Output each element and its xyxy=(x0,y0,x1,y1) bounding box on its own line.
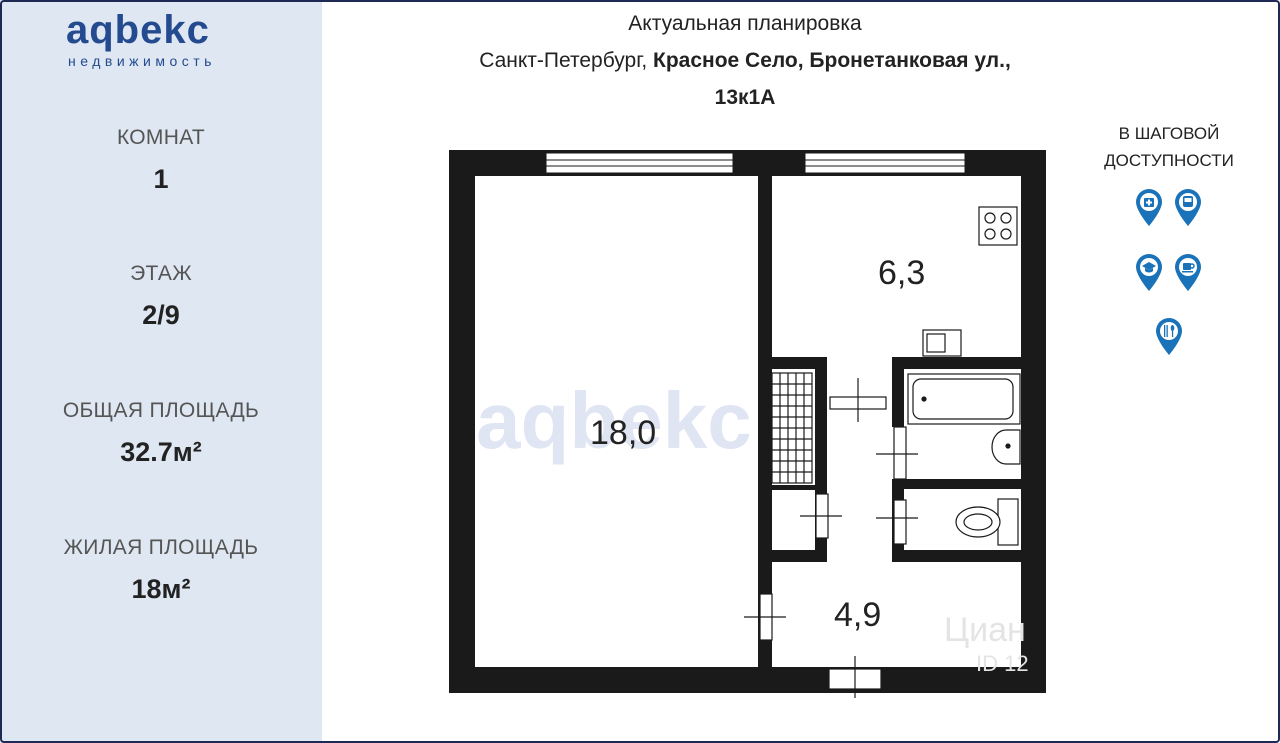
windows xyxy=(545,152,966,174)
watermark-cian: Циан xyxy=(944,611,1026,649)
washbasin-icon xyxy=(991,429,1021,465)
walking-distance-label: В ШАГОВОЙ ДОСТУПНОСТИ xyxy=(1094,120,1244,174)
hospital-icon[interactable] xyxy=(1133,187,1165,227)
area-main-room: 18,0 xyxy=(590,414,657,452)
closet-grid xyxy=(771,372,813,484)
floor-plan: aqbekc xyxy=(449,150,1046,698)
restaurant-icon[interactable] xyxy=(1153,316,1185,356)
cafe-icon[interactable] xyxy=(1172,252,1204,292)
stat-label: ОБЩАЯ ПЛОЩАДЬ xyxy=(62,399,260,422)
stat-value: 2/9 xyxy=(142,300,180,330)
watermark-id: ID 12 xyxy=(976,651,1029,676)
school-icon[interactable] xyxy=(1133,252,1165,292)
bathtub-icon xyxy=(907,373,1021,425)
doors xyxy=(744,378,918,698)
stat-label: КОМНАТ xyxy=(117,126,205,149)
stat-living-area: ЖИЛАЯ ПЛОЩАДЬ 18м² xyxy=(0,536,322,605)
address-city: Санкт-Петербург, xyxy=(479,49,653,72)
logo-wordmark: aqbekc xyxy=(66,8,210,52)
address-house: 13к1А xyxy=(714,86,776,109)
company-logo[interactable]: aqbekc недвижимость xyxy=(66,8,262,68)
toilet-icon xyxy=(955,498,1019,546)
sink-icon xyxy=(922,329,962,357)
stove-icon xyxy=(978,206,1018,246)
stat-floor: ЭТАЖ 2/9 xyxy=(0,262,322,331)
stat-label: ЖИЛАЯ ПЛОЩАДЬ xyxy=(63,536,259,559)
logo-subtitle: недвижимость xyxy=(68,53,216,69)
address-street: Красное Село, Бронетанковая ул., xyxy=(653,49,1011,72)
area-kitchen: 6,3 xyxy=(878,254,926,292)
info-sidebar: aqbekc недвижимость КОМНАТ 1 ЭТАЖ 2/9 ОБ… xyxy=(0,0,322,743)
stat-total-area: ОБЩАЯ ПЛОЩАДЬ 32.7м² xyxy=(0,399,322,468)
stat-label: ЭТАЖ xyxy=(130,262,192,285)
address-line: Санкт-Петербург, Красное Село, Бронетанк… xyxy=(330,43,1160,78)
stat-value: 1 xyxy=(153,164,169,194)
plan-title: Актуальная планировка xyxy=(628,12,862,35)
area-hall: 4,9 xyxy=(834,596,882,634)
stat-rooms: КОМНАТ 1 xyxy=(0,126,322,195)
stat-value: 32.7м² xyxy=(120,437,202,467)
bus-icon[interactable] xyxy=(1172,187,1204,227)
walking-label-line1: В ШАГОВОЙ xyxy=(1118,124,1220,143)
stat-value: 18м² xyxy=(131,574,191,604)
watermark-logo: aqbekc xyxy=(476,376,752,465)
walking-label-line2: ДОСТУПНОСТИ xyxy=(1104,151,1234,170)
